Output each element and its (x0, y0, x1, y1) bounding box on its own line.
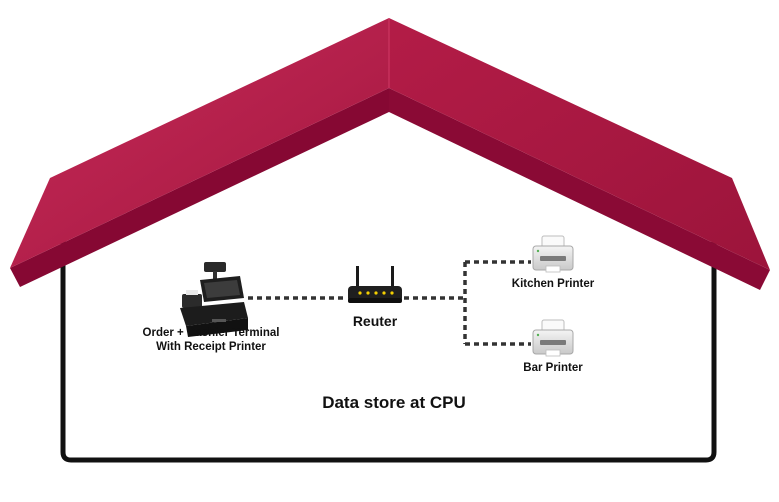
terminal-label: Order + Cashier Terminal With Receipt Pr… (116, 326, 306, 354)
bar-printer-label: Bar Printer (523, 362, 583, 374)
kitchen-printer-label: Kitchen Printer (511, 278, 595, 290)
router-label: Reuter (352, 313, 398, 329)
roof (10, 18, 770, 290)
printer-icon (532, 319, 574, 357)
terminal-label-line1: Order + Cashier Terminal (142, 327, 280, 339)
router-icon (348, 266, 402, 303)
printer-icon (532, 235, 574, 273)
terminal-label-line2: With Receipt Printer (156, 341, 266, 353)
connection-lines (248, 260, 531, 346)
data-store-label: Data store at CPU (322, 393, 466, 412)
pos-terminal-icon (180, 262, 248, 337)
